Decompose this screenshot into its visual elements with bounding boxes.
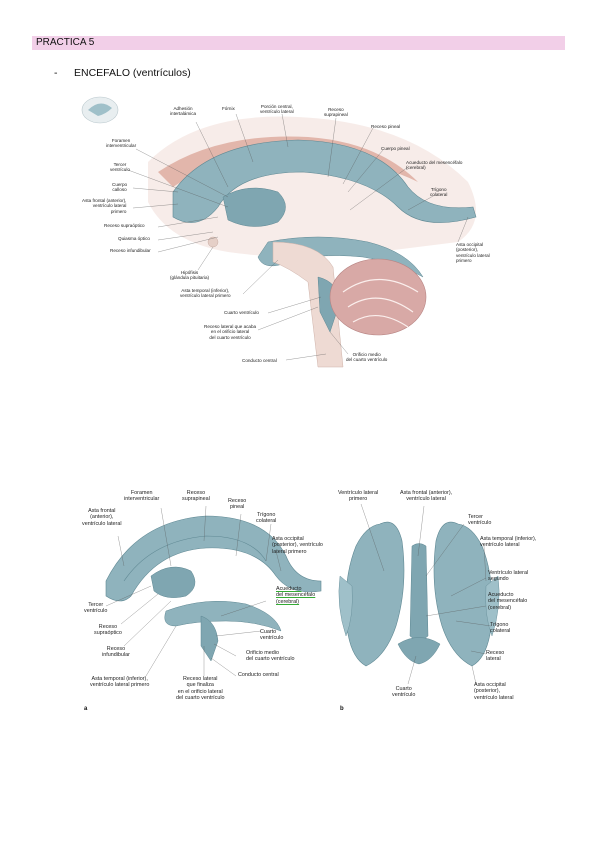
label-b-asta-temporal: Asta temporal (inferior),ventrículo late…	[480, 536, 537, 549]
label-quiasma-optico: Quiasma óptico	[118, 236, 150, 241]
label-cuerpo-pineal: Cuerpo pineal	[381, 146, 410, 151]
bullet-dash: -	[54, 67, 58, 79]
section-title: ENCEFALO (ventrículos)	[74, 67, 191, 79]
sagittal-illustration	[81, 96, 477, 368]
label-asta-occipital: Asta occipital(posterior),ventrículo lat…	[456, 242, 490, 264]
label-b-asta-occipital: Asta occipital(posterior),ventrículo lat…	[474, 682, 514, 701]
label-cuarto-ventriculo: Cuarto ventrículo	[224, 310, 259, 315]
label-hipofisis: Hipófisis(glándula pituitaria)	[170, 270, 210, 281]
label-a-asta-frontal: Asta frontal(anterior),ventrículo latera…	[82, 508, 122, 527]
label-asta-frontal: Asta frontal (anterior),ventrículo later…	[82, 198, 127, 214]
label-asta-temporal: Asta temporal (inferior),ventrículo late…	[180, 288, 231, 299]
label-a-conducto-central: Conducto central	[238, 672, 279, 678]
label-receso-infundibular: Receso infundibular	[110, 248, 151, 253]
label-b-asta-frontal: Asta frontal (anterior),ventrículo later…	[400, 490, 453, 503]
lateral-cast-illustration	[105, 505, 322, 677]
label-receso-pineal: Receso pineal	[371, 124, 401, 129]
label-conducto-central: Conducto central	[242, 358, 277, 363]
label-fornix: Fórnix	[222, 106, 235, 111]
page-title: PRACTICA 5	[36, 37, 95, 48]
label-acueducto: Acueducto del mesencéfalo(cerebral)	[406, 160, 463, 171]
label-porcion-central: Porción central,ventrículo lateral	[260, 104, 294, 115]
label-receso-supraoptico: Receso supraóptico	[104, 223, 145, 228]
header-bar: PRACTICA 5	[32, 36, 565, 50]
superior-cast-illustration	[338, 503, 500, 685]
panel-letter-b: b	[340, 706, 344, 712]
label-a-asta-temporal: Asta temporal (inferior),ventrículo late…	[90, 676, 150, 689]
panel-letter-a: a	[84, 706, 88, 712]
